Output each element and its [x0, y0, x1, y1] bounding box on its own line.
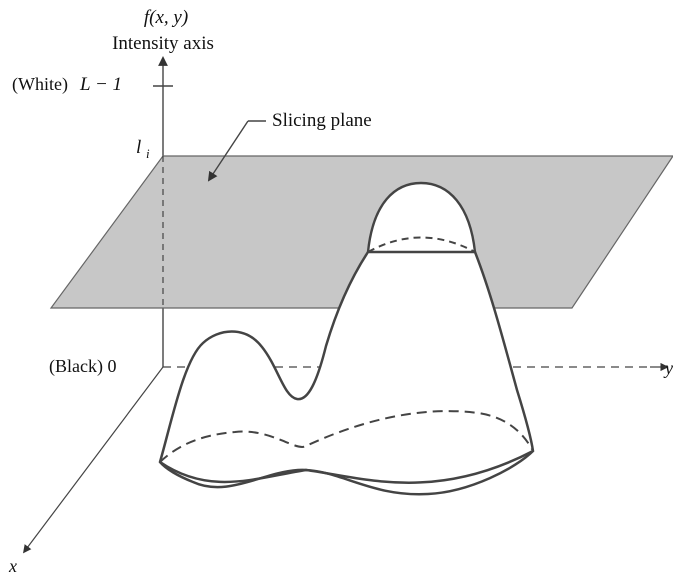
slicing-plane-label: Slicing plane — [272, 110, 372, 131]
x-axis-label: x — [8, 556, 17, 573]
white-level-prefix: (White) — [12, 74, 68, 95]
surface-peak-top — [366, 181, 477, 253]
white-level-value: L − 1 — [79, 74, 122, 95]
y-axis-label: y — [663, 358, 673, 378]
intensity-function-label: f(x, y) — [144, 7, 188, 28]
slicing-plane — [49, 155, 673, 309]
surface-base-rim-back — [159, 410, 534, 463]
surface-base-rim-front-hint — [159, 449, 534, 484]
surface-peak-rim-back — [367, 236, 476, 253]
slicing-plane-callout-arrow — [207, 120, 249, 182]
slice-level-subscript: i — [146, 146, 150, 161]
slice-level-base: l — [136, 137, 141, 158]
black-level-label: (Black) 0 — [49, 356, 116, 377]
intensity-axis-label: Intensity axis — [112, 33, 214, 54]
x-axis — [22, 366, 164, 554]
slice-level-label: l i — [136, 137, 150, 161]
